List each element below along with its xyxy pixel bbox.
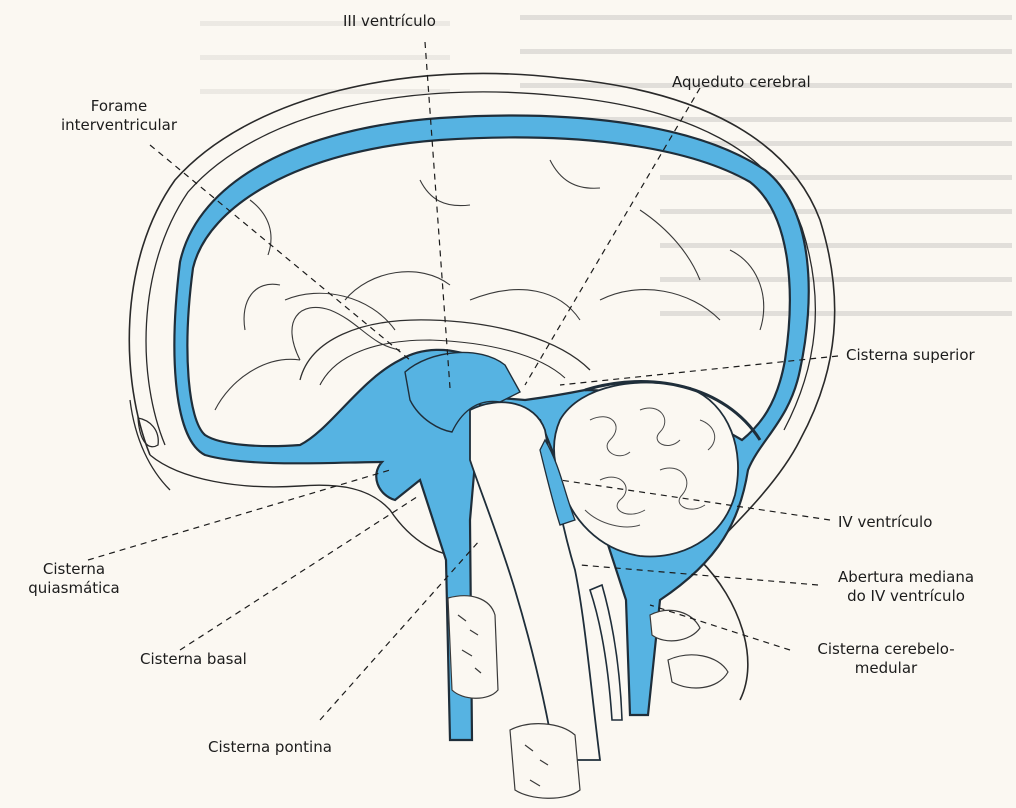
label-chiasmatic-line2: quiasmática — [14, 579, 134, 598]
label-basal-cistern: Cisterna basal — [140, 650, 247, 669]
vertebra-c1 — [448, 596, 498, 699]
vertebra-c2 — [510, 724, 580, 799]
label-chiasmatic-cistern: Cisterna quiasmática — [14, 560, 134, 598]
facial-bone-outline — [130, 400, 170, 490]
label-superior-cistern: Cisterna superior — [846, 346, 975, 365]
occipital-bone-spines — [650, 610, 728, 688]
label-interventricular-foramen-line2: interventricular — [34, 116, 204, 135]
label-pontine-cistern: Cisterna pontina — [208, 738, 332, 757]
label-cerebellomedullary-cistern: Cisterna cerebelo- medular — [796, 640, 976, 678]
label-fourth-ventricle: IV ventrículo — [838, 513, 932, 532]
label-chiasmatic-line1: Cisterna — [14, 560, 134, 579]
label-median-aperture: Abertura mediana do IV ventrículo — [816, 568, 996, 606]
label-median-aperture-line2: do IV ventrículo — [816, 587, 996, 606]
label-cerebellomedullary-line1: Cisterna cerebelo- — [796, 640, 976, 659]
label-interventricular-foramen: Forame interventricular — [34, 97, 204, 135]
leader-basal-cistern — [180, 495, 420, 650]
label-cerebral-aqueduct: Aqueduto cerebral — [672, 73, 811, 92]
label-third-ventricle: III ventrículo — [343, 12, 436, 31]
label-cerebellomedullary-line2: medular — [796, 659, 976, 678]
spinal-cord — [590, 585, 622, 720]
label-median-aperture-line1: Abertura mediana — [816, 568, 996, 587]
label-interventricular-foramen-line1: Forame — [34, 97, 204, 116]
leader-chiasmatic-cistern — [88, 470, 390, 560]
